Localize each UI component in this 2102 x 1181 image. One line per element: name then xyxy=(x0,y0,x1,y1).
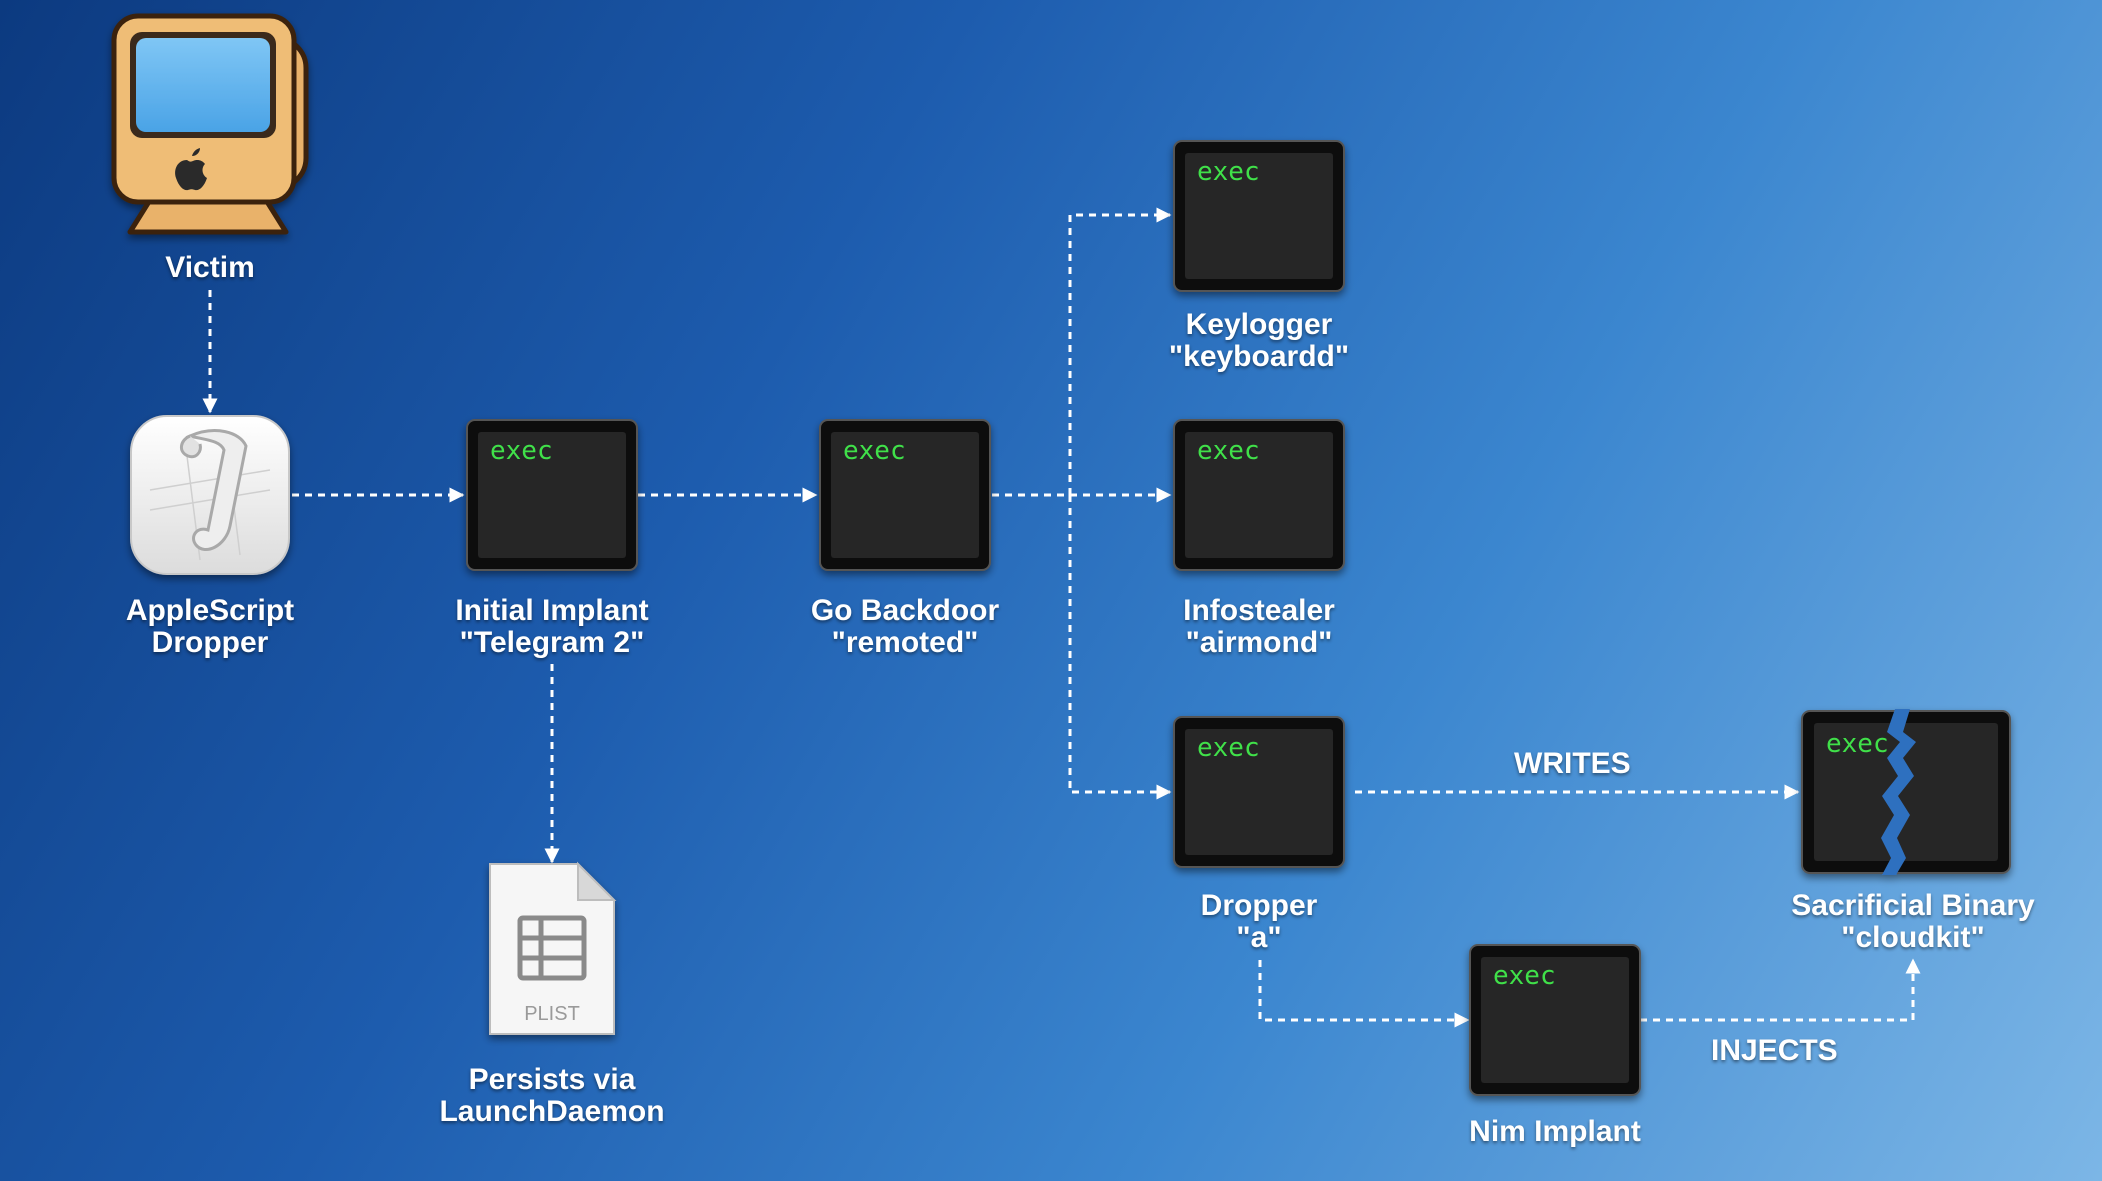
applescript-label-line-1: AppleScript xyxy=(125,594,295,627)
exec-text: exec xyxy=(1493,961,1556,991)
sacrificial-label-line-2: "cloudkit" xyxy=(1841,921,1985,954)
edge-dropper-to-nim-implant xyxy=(1258,960,1470,1028)
exec-text: exec xyxy=(1197,157,1260,187)
plist-label-line-2: LaunchDaemon xyxy=(439,1095,665,1128)
applescript-dropper-label: AppleScript Dropper xyxy=(90,595,330,659)
injects-edge-label: INJECTS xyxy=(1711,1034,1838,1067)
keylogger-label-line-1: Keylogger xyxy=(1185,308,1333,341)
go-backdoor-label-line-1: Go Backdoor xyxy=(810,594,1000,627)
dropper-a-label-line-1: Dropper xyxy=(1200,889,1318,922)
infostealer-label-line-2: "airmond" xyxy=(1185,626,1333,659)
terminal-exec-icon: exec xyxy=(466,419,638,571)
exec-text: exec xyxy=(843,436,906,466)
applescript-label-line-2: Dropper xyxy=(151,626,269,659)
vintage-mac-icon xyxy=(111,13,309,235)
terminal-exec-icon: exec xyxy=(1469,944,1641,1096)
infostealer-label-line-1: Infostealer xyxy=(1183,594,1335,627)
nim-implant-label-line-1: Nim Implant xyxy=(1469,1115,1641,1148)
plist-label: Persists via LaunchDaemon xyxy=(412,1064,692,1128)
connectors xyxy=(202,207,1921,1028)
plist-file-icon: PLIST xyxy=(489,861,617,1035)
dropper-a-label-line-2: "a" xyxy=(1236,921,1282,954)
edge-go-backdoor-to-keylogger xyxy=(1068,207,1172,495)
plist-file-label: PLIST xyxy=(524,1003,580,1025)
exec-text: exec xyxy=(490,436,553,466)
keylogger-label-line-2: "keyboardd" xyxy=(1168,340,1350,373)
exec-text: exec xyxy=(1197,733,1260,763)
initial-implant-label: Initial Implant "Telegram 2" xyxy=(412,595,692,659)
terminal-exec-icon: exec xyxy=(819,419,991,571)
exec-text: exec xyxy=(1197,436,1260,466)
exec-text: exec xyxy=(1826,729,1889,759)
initial-implant-label-line-1: Initial Implant xyxy=(455,594,649,627)
terminal-exec-icon: exec xyxy=(1173,419,1345,571)
edge-nim-injects-sacrificial xyxy=(1640,958,1921,1022)
writes-edge-label: WRITES xyxy=(1514,747,1631,780)
go-backdoor-label: Go Backdoor "remoted" xyxy=(765,595,1045,659)
terminal-exec-icon: exec xyxy=(1173,716,1345,868)
initial-implant-label-line-2: "Telegram 2" xyxy=(459,626,645,659)
victim-label-line-1: Victim xyxy=(165,251,255,284)
apple-logo-icon xyxy=(175,148,207,191)
infostealer-label: Infostealer "airmond" xyxy=(1119,595,1399,659)
broken-terminal-icon: exec xyxy=(1801,709,2011,875)
victim-label: Victim xyxy=(110,252,310,284)
go-backdoor-label-line-2: "remoted" xyxy=(831,626,979,659)
dropper-a-label: Dropper "a" xyxy=(1119,890,1399,954)
sacrificial-label-line-1: Sacrificial Binary xyxy=(1791,889,2035,922)
plist-label-line-1: Persists via xyxy=(468,1063,636,1096)
terminal-exec-icon: exec xyxy=(1173,140,1345,292)
sacrificial-binary-label: Sacrificial Binary "cloudkit" xyxy=(1758,890,2068,954)
table-grid-icon xyxy=(517,915,587,981)
nim-implant-label: Nim Implant xyxy=(1415,1116,1695,1148)
crack-icon xyxy=(1881,709,1916,875)
keylogger-label: Keylogger "keyboardd" xyxy=(1119,309,1399,373)
script-editor-icon xyxy=(130,415,290,575)
